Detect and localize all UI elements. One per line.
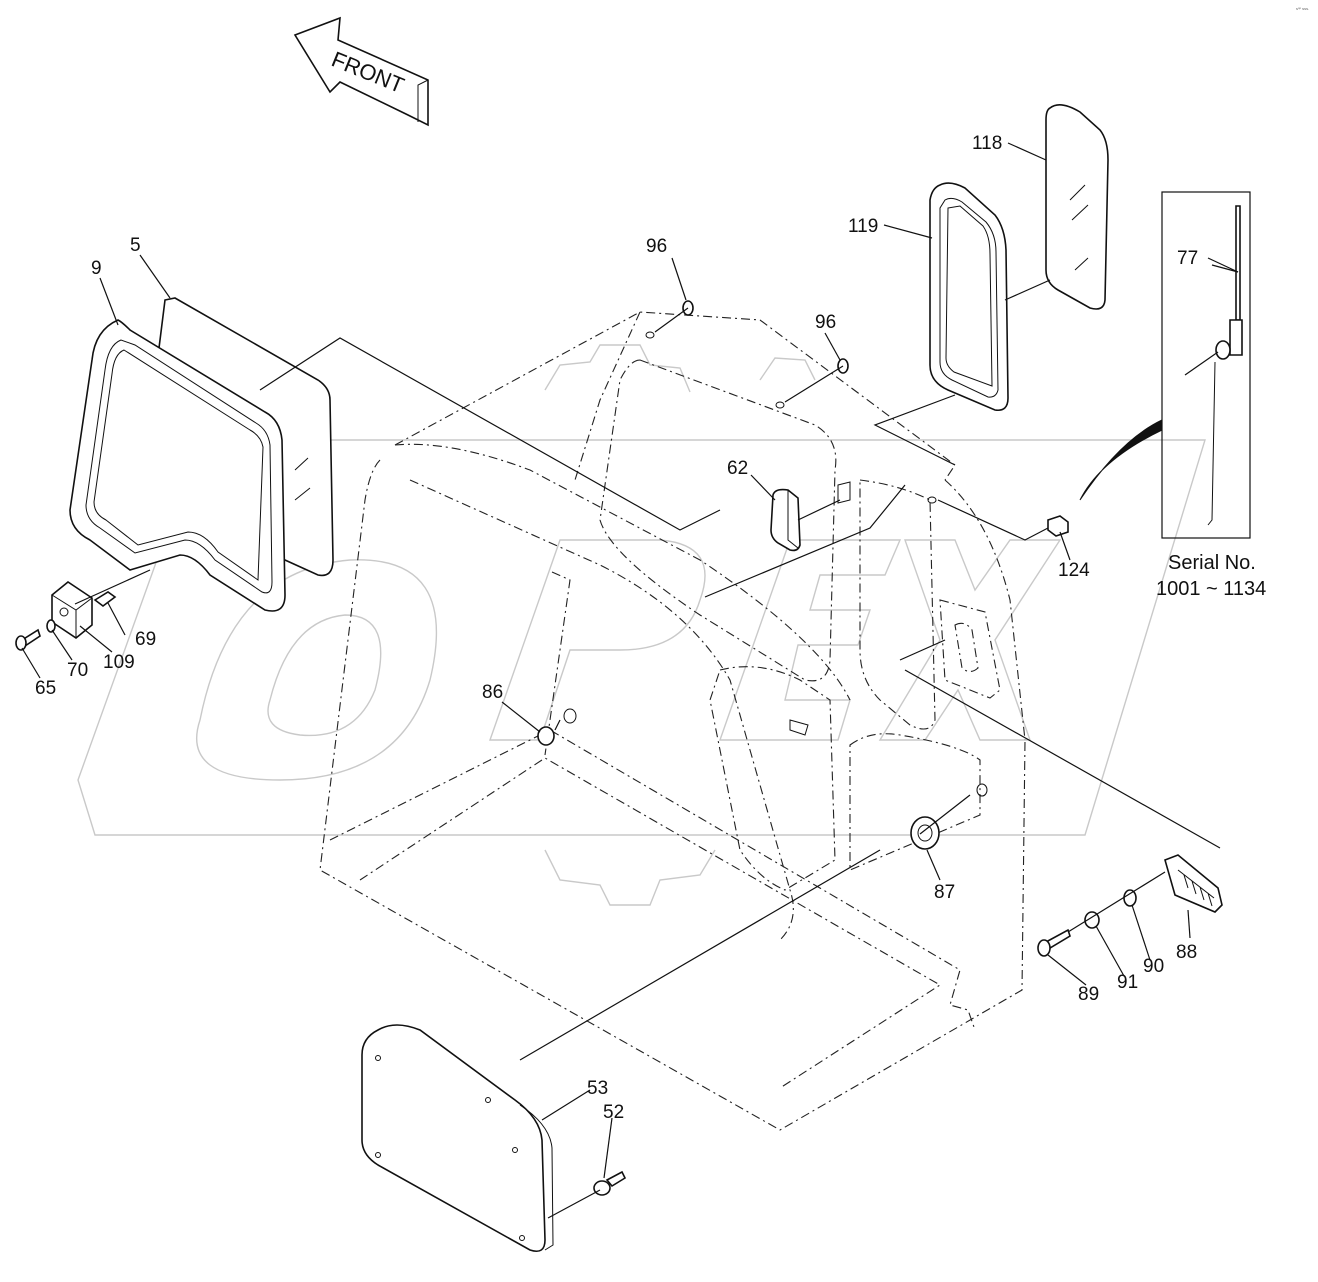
- serial-number-title: Serial No.: [1168, 552, 1256, 574]
- label-91: 91: [1117, 972, 1138, 993]
- corner-watermark-text: sᵒᵖ sss.: [1296, 6, 1309, 11]
- assembly-lines: [259, 279, 1221, 1219]
- label-118: 118: [972, 133, 1002, 154]
- part-52-bolt: [593, 1170, 627, 1196]
- label-53: 53: [587, 1078, 608, 1099]
- serial-number-range: 1001 ~ 1134: [1156, 578, 1266, 600]
- part-77-antenna-box: [1079, 191, 1251, 539]
- label-96-top: 96: [646, 236, 667, 257]
- part-96-grommets: [645, 300, 849, 409]
- part-119-side-gasket: [929, 182, 1009, 412]
- part-53-rear-panel: [361, 1024, 554, 1253]
- label-65: 65: [35, 678, 56, 699]
- part-118-side-glass: [1045, 104, 1109, 310]
- label-69: 69: [135, 629, 156, 650]
- label-77: 77: [1177, 248, 1198, 269]
- part-9-glass-gasket: [69, 319, 286, 612]
- label-52: 52: [603, 1102, 624, 1123]
- front-direction-arrow: FRONT: [293, 16, 429, 127]
- part-86-grommet: [537, 708, 577, 746]
- opex-watermark-text: OPEX: [1014, 469, 1017, 471]
- label-70: 70: [67, 660, 88, 681]
- label-9: 9: [91, 258, 102, 279]
- label-96-second: 96: [815, 312, 836, 333]
- label-119: 119: [848, 216, 878, 237]
- label-62: 62: [727, 458, 748, 479]
- label-124: 124: [1058, 560, 1090, 581]
- label-89: 89: [1078, 984, 1099, 1005]
- callout-leaders: [21, 142, 1239, 1179]
- label-90: 90: [1143, 956, 1164, 977]
- label-109: 109: [103, 652, 135, 673]
- part-number-labels: 9 5 96 96 119 118 77 62 124 Serial No. 1…: [35, 133, 1266, 1123]
- label-5: 5: [130, 235, 141, 256]
- part-124-plug: [927, 496, 1069, 541]
- glass-clamp-hardware: [15, 569, 151, 651]
- handle-hardware: [1037, 854, 1223, 957]
- label-88: 88: [1176, 942, 1197, 963]
- cab-frame: [319, 311, 1026, 1131]
- label-87: 87: [934, 882, 955, 903]
- label-86: 86: [482, 682, 503, 703]
- part-62-interior-light: [770, 488, 801, 552]
